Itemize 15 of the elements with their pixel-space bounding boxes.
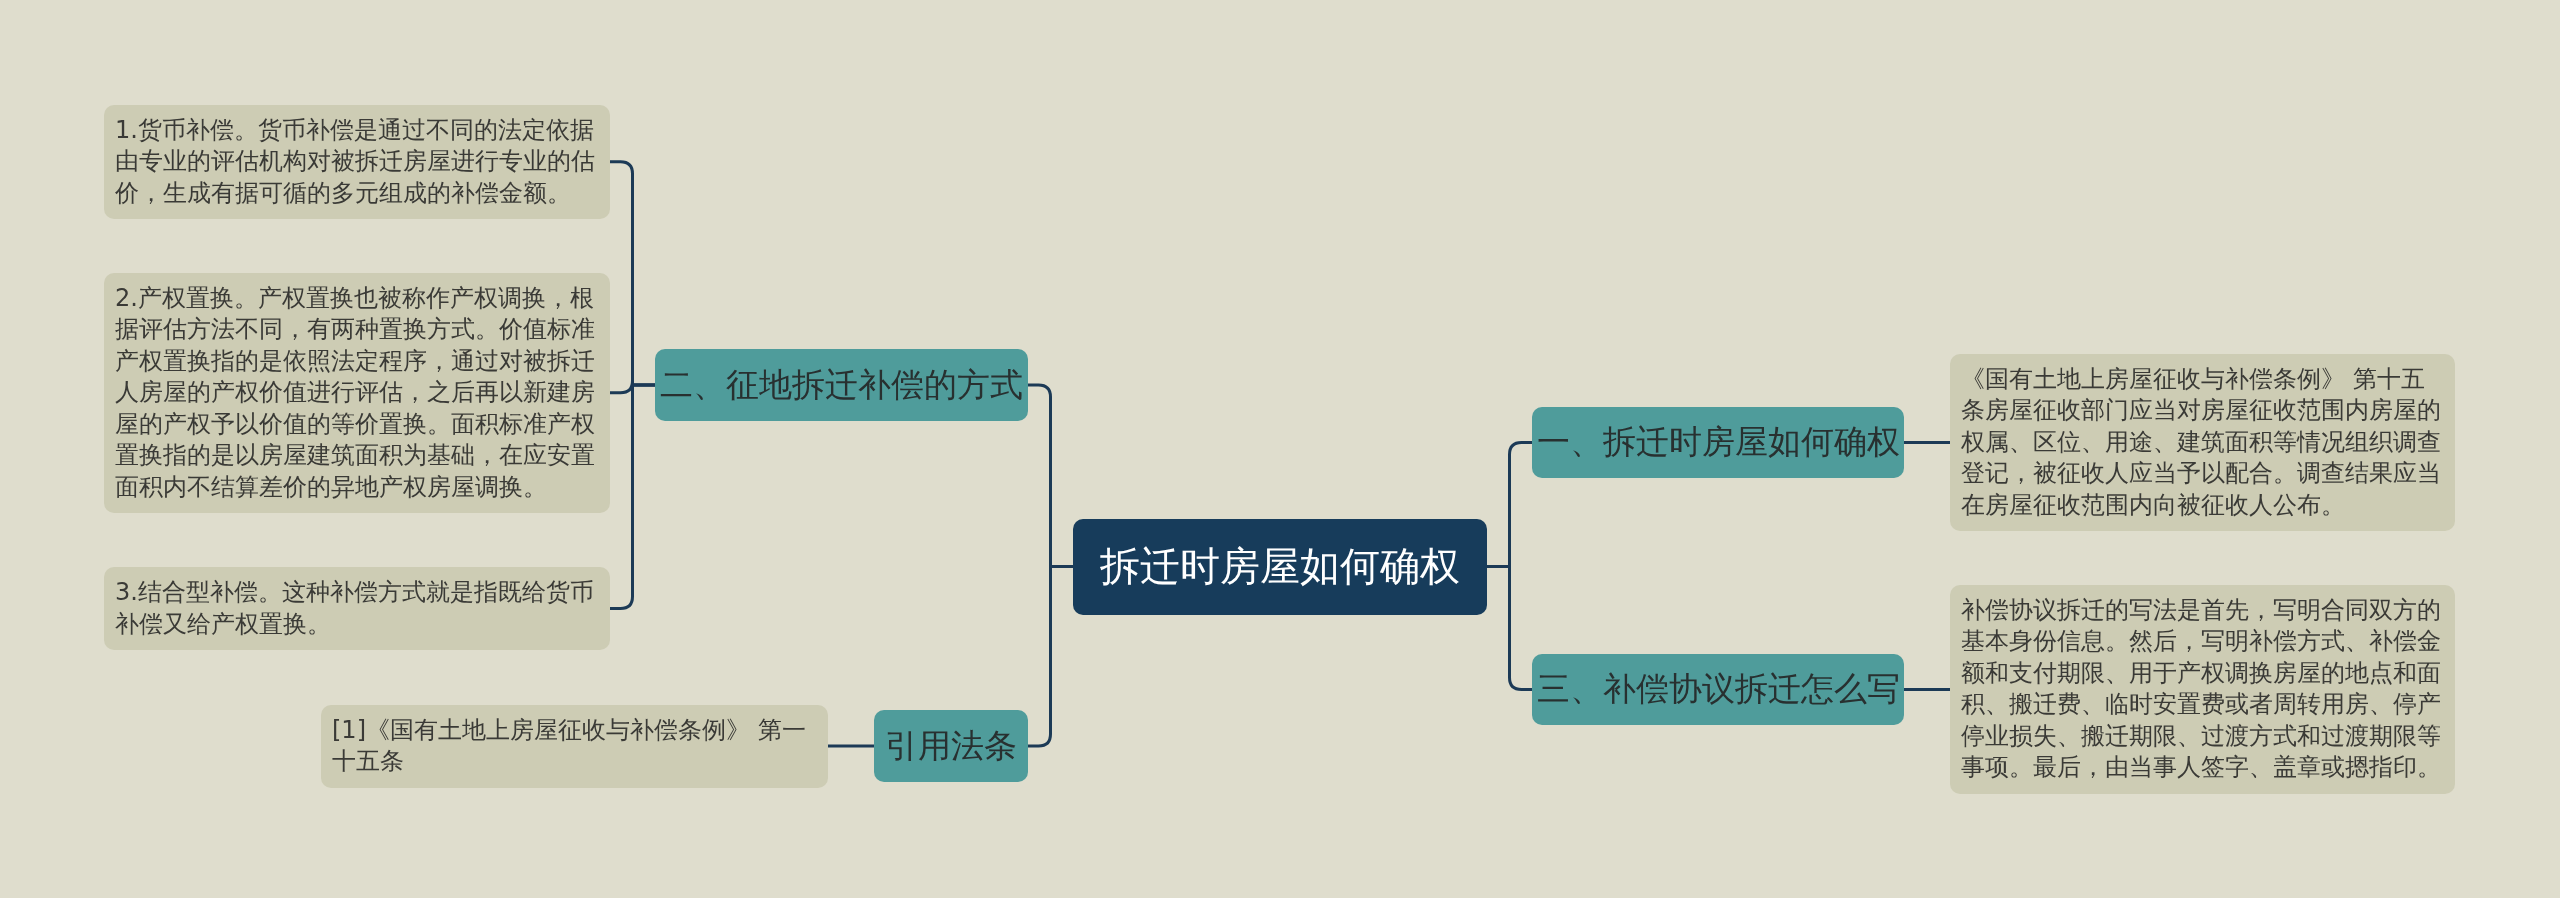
central-topic-box: 拆迁时房屋如何确权 <box>1073 518 1487 615</box>
connector-line <box>1904 441 1950 444</box>
topic-box: 一、拆迁时房屋如何确权 <box>1532 407 1904 478</box>
topic-box: 三、补偿协议拆迁怎么写 <box>1532 654 1904 725</box>
note-box: 《国有土地上房屋征收与补偿条例》 第十五条房屋征收部门应当对房屋征收范围内房屋的权属、区位、用途、建筑面积等情况组织调查登记，被征收人应当予以配合。调查结果应当在房屋征收范围内向被征收人公布。 <box>1950 353 2455 531</box>
note-box: 2.产权置换。产权置换也被称作产权调换，根据评估方法不同，有两种置换方式。价值标准产权置换指的是依照法定程序，通过对被拆迁人房屋的产权价值进行评估，之后再以新建房屋的产权予以价值的等价置换。面积标准产权置换指的是以房屋建筑面积为基础，在应安置面积内不结算差价的异地产权房屋调换。 <box>104 272 610 513</box>
note-box: 1.货币补偿。货币补偿是通过不同的法定依据由专业的评估机构对被拆迁房屋进行专业的估价，生成有据可循的多元组成的补偿金额。 <box>104 104 610 219</box>
connector-line <box>610 383 655 610</box>
connector-line <box>1904 688 1950 691</box>
connector-line <box>828 744 874 748</box>
note-box: 3.结合型补偿。这种补偿方式就是指既给货币补偿又给产权置换。 <box>104 567 610 650</box>
note-box: [1]《国有土地上房屋征收与补偿条例》 第一十五条 <box>321 704 828 788</box>
topic-box: 引用法条 <box>874 710 1028 782</box>
topic-box: 二、征地拆迁补偿的方式 <box>655 349 1028 421</box>
note-box: 补偿协议拆迁的写法是首先，写明合同双方的基本身份信息。然后，写明补偿方式、补偿金额和支付期限、用于产权调换房屋的地点和面积、搬迁费、临时安置费或者周转用房、停产停业损失、搬迁期限、过渡方式和过渡期限等事项。最后，由当事人签字、盖章或摁指印。 <box>1950 584 2455 794</box>
